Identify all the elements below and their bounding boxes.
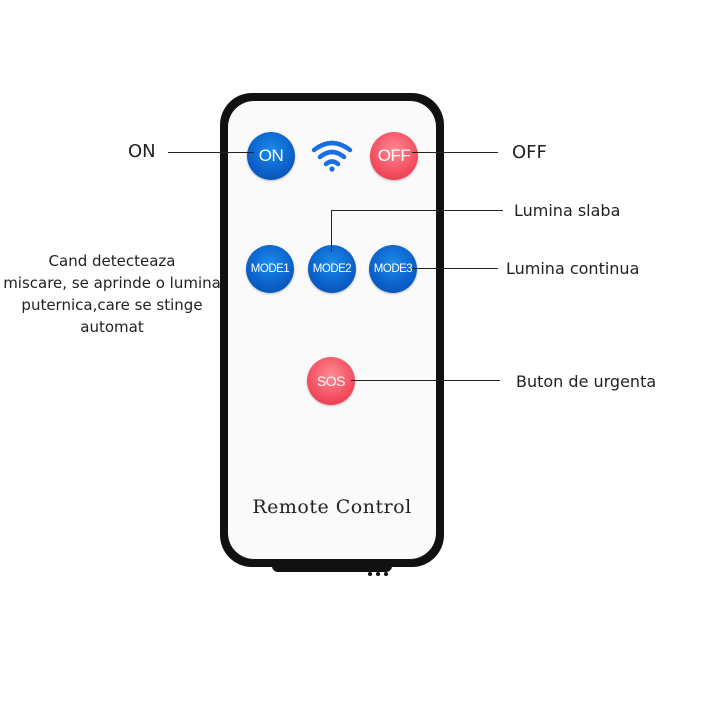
sos-leader-line: [351, 380, 500, 381]
foot-dot: [384, 572, 388, 576]
foot-dot: [376, 572, 380, 576]
mode1-annotation-line: automat: [80, 318, 144, 336]
sos-button-label: SOS: [316, 373, 346, 389]
off-leader-line: [412, 152, 498, 153]
mode3-button[interactable]: MODE3: [369, 245, 417, 293]
remote-foot: [272, 562, 392, 572]
sos-annotation: Buton de urgenta: [516, 372, 657, 391]
wifi-signal-icon: [310, 138, 354, 172]
remote-title: Remote Control: [252, 496, 412, 518]
on-leader-line: [168, 152, 254, 153]
off-button-label: OFF: [377, 146, 411, 165]
mode3-leader-line: [412, 268, 498, 269]
sos-button[interactable]: SOS: [307, 357, 355, 405]
on-annotation: ON: [128, 141, 156, 162]
mode2-leader-vertical: [331, 210, 332, 252]
mode2-button[interactable]: MODE2: [308, 245, 356, 293]
mode2-leader-horizontal: [331, 210, 503, 211]
on-button[interactable]: ON: [247, 132, 295, 180]
off-button[interactable]: OFF: [370, 132, 418, 180]
mode1-annotation-line: puternica,care se stinge: [21, 296, 203, 314]
on-button-label: ON: [258, 146, 284, 165]
off-annotation: OFF: [512, 142, 547, 163]
mode1-annotation: Cand detecteaza miscare, se aprinde o lu…: [0, 250, 227, 338]
mode1-annotation-line: Cand detecteaza: [48, 252, 176, 270]
mode3-button-label: MODE3: [373, 263, 413, 275]
mode2-annotation: Lumina slaba: [514, 201, 621, 220]
mode2-button-label: MODE2: [312, 263, 352, 275]
foot-dot: [368, 572, 372, 576]
mode1-button[interactable]: MODE1: [246, 245, 294, 293]
mode1-annotation-line: miscare, se aprinde o lumina: [3, 274, 221, 292]
mode1-button-label: MODE1: [250, 263, 290, 275]
mode3-annotation: Lumina continua: [506, 259, 640, 278]
